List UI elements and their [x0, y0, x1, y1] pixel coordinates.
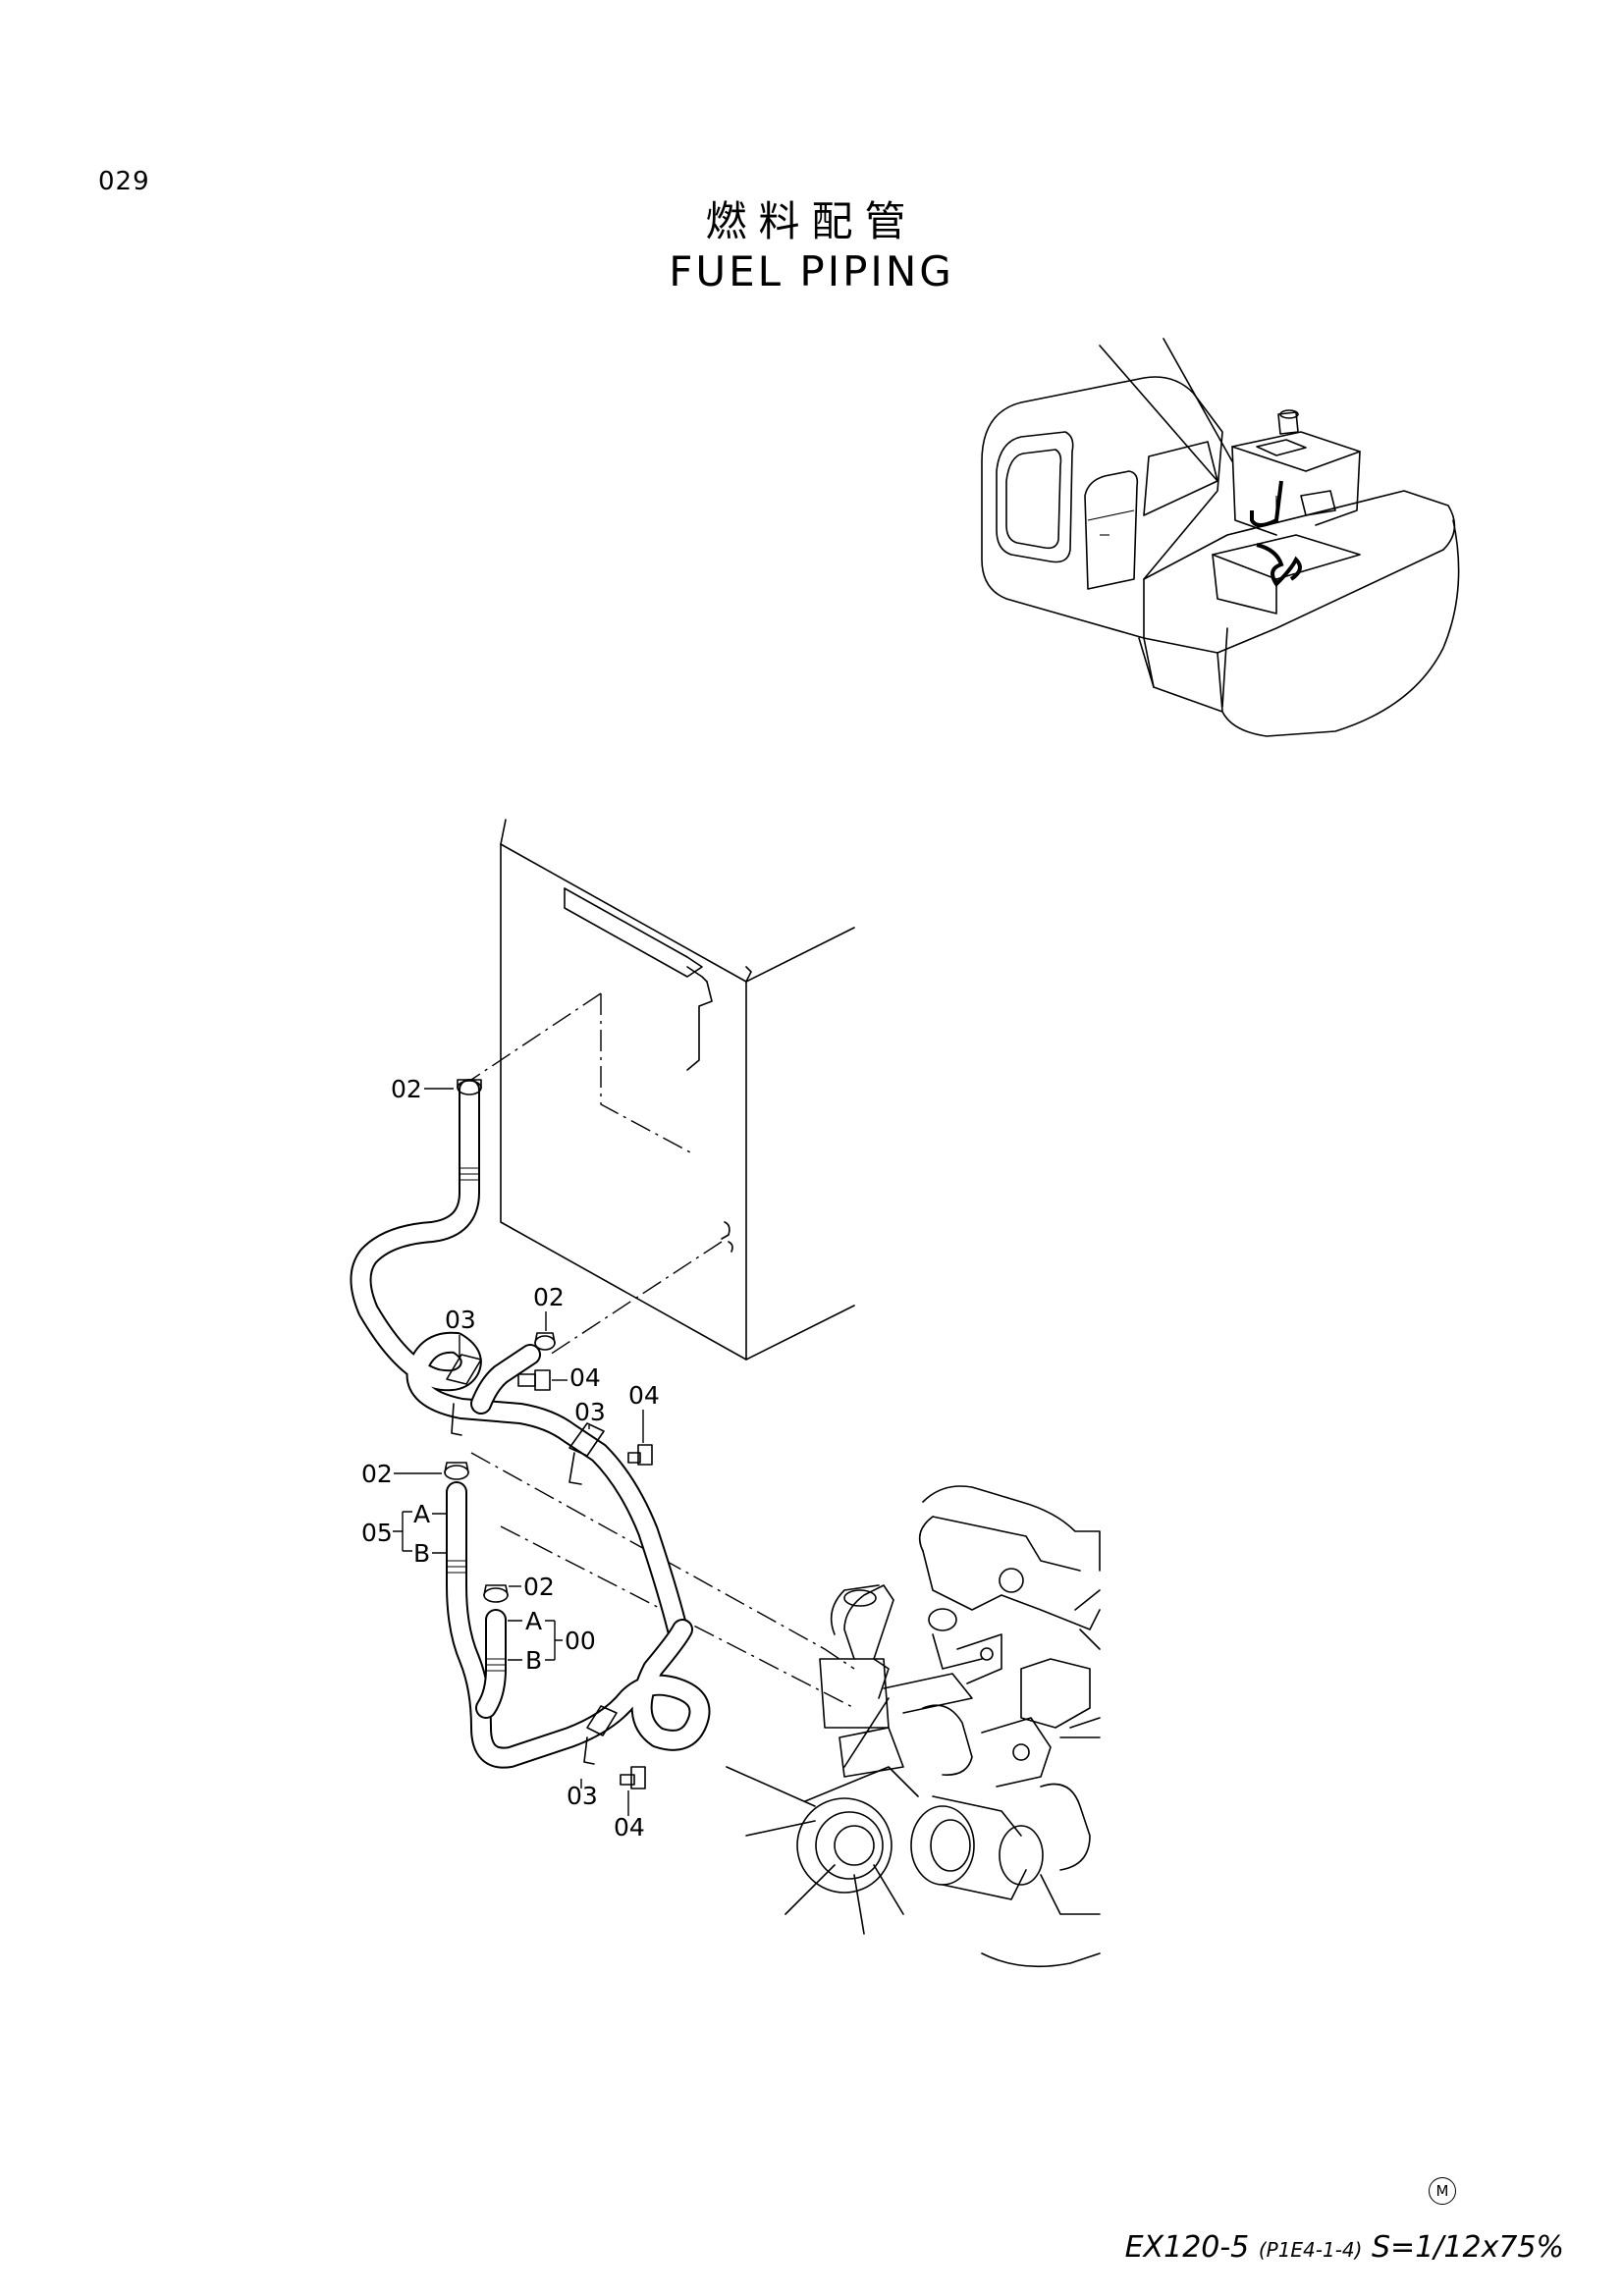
callout-label: 04: [569, 1363, 601, 1392]
callout-label: 00: [565, 1627, 596, 1655]
callout-label: B: [525, 1646, 542, 1675]
callout-label: 05: [361, 1519, 393, 1547]
excavator-inset: [981, 338, 1460, 737]
callout-label: 04: [614, 1813, 645, 1842]
callout-label: B: [413, 1539, 430, 1568]
callout-label: 02: [523, 1573, 555, 1601]
callout-label: 03: [567, 1782, 598, 1810]
callout-label: 03: [574, 1398, 606, 1426]
callout-label: A: [413, 1500, 430, 1528]
hose-clamps: [444, 1079, 618, 1765]
model-number: EX120-5: [1124, 2230, 1250, 2265]
page-number: 029: [98, 167, 150, 196]
bolts: [517, 1369, 653, 1789]
maker-mark: M: [1429, 2177, 1456, 2205]
fuel-hose-lower: [446, 1481, 711, 1769]
callout-label: 02: [361, 1460, 393, 1488]
reference-code: (P1E4-1-4): [1258, 2238, 1363, 2262]
fuel-hose-upper: [350, 1079, 688, 1640]
callout-label: A: [525, 1607, 542, 1635]
engine-assembly: [726, 1485, 1101, 1968]
fuel-tank-phantom: [470, 819, 855, 1709]
title-japanese: 燃料配管: [705, 197, 918, 245]
return-hose-stub: [470, 1344, 541, 1415]
title-english: FUEL PIPING: [669, 247, 954, 295]
callout-label: 04: [628, 1381, 660, 1410]
scale-label: S=1/12x75%: [1372, 2230, 1564, 2265]
callouts: 02 02 03 04 03 04 02 05 A B 02 A B 00 03…: [361, 1075, 660, 1842]
footer-reference: EX120-5 (P1E4-1-4) S=1/12x75%: [1125, 2230, 1564, 2265]
callout-label: 03: [445, 1306, 476, 1334]
callout-label: 02: [533, 1283, 565, 1311]
callout-label: 02: [391, 1075, 422, 1103]
